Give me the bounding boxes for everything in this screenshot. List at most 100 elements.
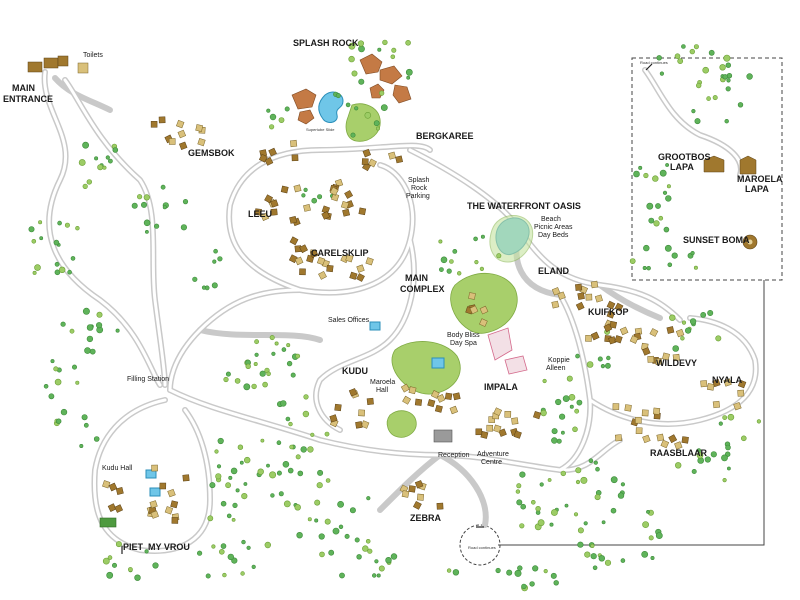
- chalet: [642, 347, 651, 356]
- tree: [725, 62, 731, 68]
- tree: [667, 262, 673, 268]
- tree: [216, 464, 222, 469]
- tree: [97, 164, 104, 171]
- tree: [576, 399, 583, 406]
- chalet: [434, 404, 443, 413]
- chalet: [672, 353, 680, 362]
- chalet: [159, 482, 167, 490]
- tree: [658, 215, 664, 221]
- tree: [535, 506, 541, 512]
- chalet: [254, 208, 262, 216]
- tree: [620, 558, 626, 563]
- chalet: [408, 485, 416, 493]
- tree: [220, 500, 227, 507]
- tree: [226, 513, 232, 519]
- label-gemsbok: GEMSBOK: [188, 148, 235, 158]
- chalet: [641, 409, 649, 417]
- chalet: [737, 379, 747, 389]
- chalet: [400, 383, 410, 393]
- chalet: [318, 271, 327, 280]
- chalet: [624, 404, 632, 412]
- tree: [152, 562, 159, 569]
- tree: [606, 355, 611, 361]
- tree: [211, 544, 216, 549]
- chalet: [340, 200, 350, 210]
- tree: [446, 268, 452, 274]
- tree: [95, 322, 103, 329]
- tree: [314, 518, 319, 523]
- tree: [543, 568, 548, 574]
- tree: [115, 328, 120, 333]
- tree: [691, 108, 696, 114]
- tree: [314, 499, 321, 506]
- chalet: [291, 154, 299, 162]
- chalet: [533, 411, 542, 420]
- tree: [452, 569, 460, 576]
- chalet: [344, 190, 354, 199]
- tree: [220, 543, 227, 549]
- tree: [641, 551, 649, 558]
- label-filling-station: Filling Station: [127, 376, 169, 383]
- label-kudu-hall: Kudu Hall: [102, 465, 133, 472]
- chalet: [675, 328, 685, 338]
- tree: [182, 199, 189, 205]
- tree: [362, 545, 369, 552]
- chalet: [590, 280, 599, 289]
- tree: [610, 507, 617, 514]
- label-bergkaree: BERGKAREE: [416, 131, 474, 141]
- main-complex-lawn: [450, 272, 518, 334]
- tree: [231, 518, 236, 522]
- tree: [53, 366, 59, 372]
- tree: [217, 437, 224, 445]
- trees-layer: [28, 39, 762, 592]
- tree: [254, 339, 259, 345]
- tree: [594, 494, 601, 501]
- chalet: [737, 389, 745, 397]
- labels-layer: MAIN ENTRANCE Toilets SPLASH ROCK Supert…: [3, 38, 783, 552]
- tree: [354, 106, 359, 111]
- label-toilets: Toilets: [83, 52, 103, 59]
- chalet: [299, 268, 306, 276]
- tree: [60, 408, 68, 416]
- tree: [704, 456, 711, 463]
- chalet: [355, 421, 363, 429]
- chalet: [150, 510, 159, 519]
- tree: [217, 256, 223, 262]
- tree: [246, 545, 251, 550]
- tree: [228, 475, 233, 480]
- tree: [317, 469, 324, 476]
- label-impala: IMPALA: [484, 382, 518, 392]
- tree: [551, 509, 558, 516]
- tree: [72, 364, 78, 370]
- label-supertube: Supertube Slide: [306, 127, 335, 132]
- tree: [517, 565, 523, 571]
- tree: [115, 541, 122, 548]
- tree: [646, 509, 650, 514]
- chalet: [414, 398, 423, 406]
- tree: [590, 553, 597, 560]
- tree: [391, 47, 397, 53]
- tree: [225, 371, 231, 377]
- tree: [377, 47, 382, 52]
- tree: [593, 460, 598, 465]
- spa-walkway: [487, 327, 528, 375]
- tree: [214, 449, 219, 454]
- tree: [515, 489, 521, 494]
- tree: [375, 126, 380, 131]
- tree: [390, 54, 396, 60]
- label-body-bliss-1: Body Bliss: [447, 332, 480, 339]
- label-main-entrance-2: ENTRANCE: [3, 94, 53, 104]
- tree: [655, 203, 661, 209]
- tree: [694, 118, 701, 125]
- tree: [382, 39, 388, 46]
- tree: [86, 179, 93, 185]
- chalet: [349, 271, 358, 280]
- tree: [32, 270, 37, 275]
- tree: [516, 483, 522, 489]
- tree: [94, 156, 99, 161]
- chalet: [479, 318, 488, 327]
- tree: [379, 90, 385, 96]
- tree: [227, 553, 235, 561]
- label-zebra: ZEBRA: [410, 513, 441, 523]
